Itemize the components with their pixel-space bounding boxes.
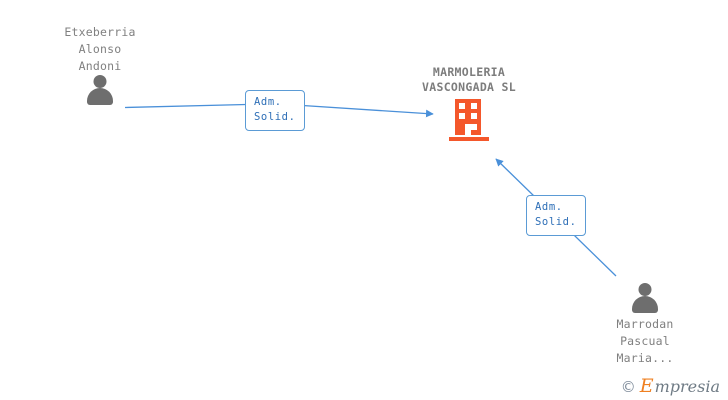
empresia-watermark: © E mpresia bbox=[621, 377, 720, 396]
brand-name: mpresia bbox=[654, 376, 720, 396]
person-body bbox=[632, 296, 658, 313]
building-base bbox=[449, 137, 489, 141]
building-window bbox=[471, 113, 477, 119]
person-body bbox=[87, 88, 113, 105]
person-icon[interactable] bbox=[628, 283, 662, 313]
person-icon[interactable] bbox=[83, 75, 117, 105]
person-node-1[interactable]: Etxeberria Alonso Andoni bbox=[25, 24, 175, 105]
brand-initial: E bbox=[639, 375, 654, 397]
building-window bbox=[471, 124, 477, 130]
relation-label-adm-solid-1[interactable]: Adm. Solid. bbox=[245, 90, 305, 131]
company-name: MARMOLERIA VASCONGADA SL bbox=[422, 65, 516, 94]
person-name-2: Marrodan Pascual Maria... bbox=[616, 317, 674, 365]
person-head bbox=[638, 283, 652, 296]
building-icon[interactable] bbox=[449, 99, 489, 141]
person-name-1: Etxeberria Alonso Andoni bbox=[64, 25, 136, 73]
building-window bbox=[459, 113, 465, 119]
person-head bbox=[93, 75, 107, 88]
company-node[interactable]: MARMOLERIA VASCONGADA SL bbox=[369, 65, 569, 141]
edge-person1-to-company-arrow bbox=[294, 104, 434, 118]
relation-label-adm-solid-2[interactable]: Adm. Solid. bbox=[526, 195, 586, 236]
building-window bbox=[471, 103, 477, 109]
edge-person1-to-company bbox=[124, 103, 247, 109]
building-window bbox=[459, 103, 465, 109]
copyright-icon: © bbox=[620, 377, 636, 396]
building-door bbox=[465, 124, 471, 135]
person-node-2[interactable]: Marrodan Pascual Maria... bbox=[570, 283, 720, 367]
building-body bbox=[455, 99, 481, 135]
